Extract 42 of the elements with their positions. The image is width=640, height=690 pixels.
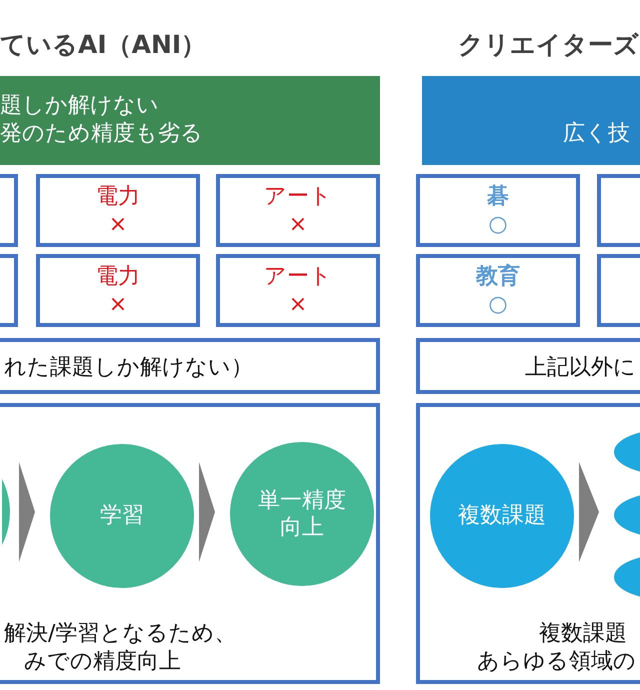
- chevron-arrow: [199, 462, 215, 562]
- panel-box: [0, 403, 380, 684]
- table-cell: [36, 174, 200, 247]
- banner-text: 題しか解けない: [0, 93, 159, 120]
- heading-text: クリエイターズ: [458, 30, 639, 60]
- table-cell: [597, 174, 640, 247]
- description-text: あらゆる領域の: [477, 649, 636, 676]
- table-cell: [416, 174, 580, 247]
- banner: [422, 76, 640, 165]
- cell-label: アート: [264, 183, 332, 210]
- cell-label: 電力: [96, 183, 140, 210]
- chevron-arrow: [19, 462, 35, 562]
- mark-symbol: ×: [288, 210, 308, 238]
- mark-symbol: ×: [108, 290, 128, 318]
- banner-text: 発のため精度も劣る: [0, 121, 203, 148]
- table-cell: [216, 174, 380, 247]
- cell-label: 碁: [487, 183, 509, 210]
- table-cell: [597, 254, 640, 327]
- summary-text: れた課題しか解けない）: [4, 355, 253, 382]
- banner: [0, 76, 380, 165]
- summary-box: [0, 338, 380, 394]
- heading-text: ているAI（ANI）: [0, 30, 206, 60]
- circle-label: 単一精度向上: [256, 486, 347, 542]
- summary-text: 上記以外に: [525, 355, 636, 382]
- mark-symbol: ×: [288, 290, 308, 318]
- summary-box: [416, 338, 640, 394]
- banner-text: 広く技: [563, 121, 630, 148]
- description-text: みでの精度向上: [24, 649, 181, 676]
- table-cell: [36, 254, 200, 327]
- mark-symbol: ×: [108, 210, 128, 238]
- mark-symbol: ○: [488, 290, 508, 318]
- table-cell: [216, 254, 380, 327]
- circle-label: 学習: [100, 502, 144, 530]
- chevron-arrow: [579, 462, 599, 562]
- cell-label: アート: [264, 263, 332, 290]
- mark-symbol: ○: [488, 210, 508, 238]
- description-text: 複数課題: [539, 621, 627, 648]
- cell-label: 教育: [476, 263, 520, 290]
- description-text: 解決/学習となるため、: [4, 621, 236, 648]
- circle-label: 複数課題: [458, 502, 546, 530]
- table-cell: [416, 254, 580, 327]
- cell-label: 電力: [96, 263, 140, 290]
